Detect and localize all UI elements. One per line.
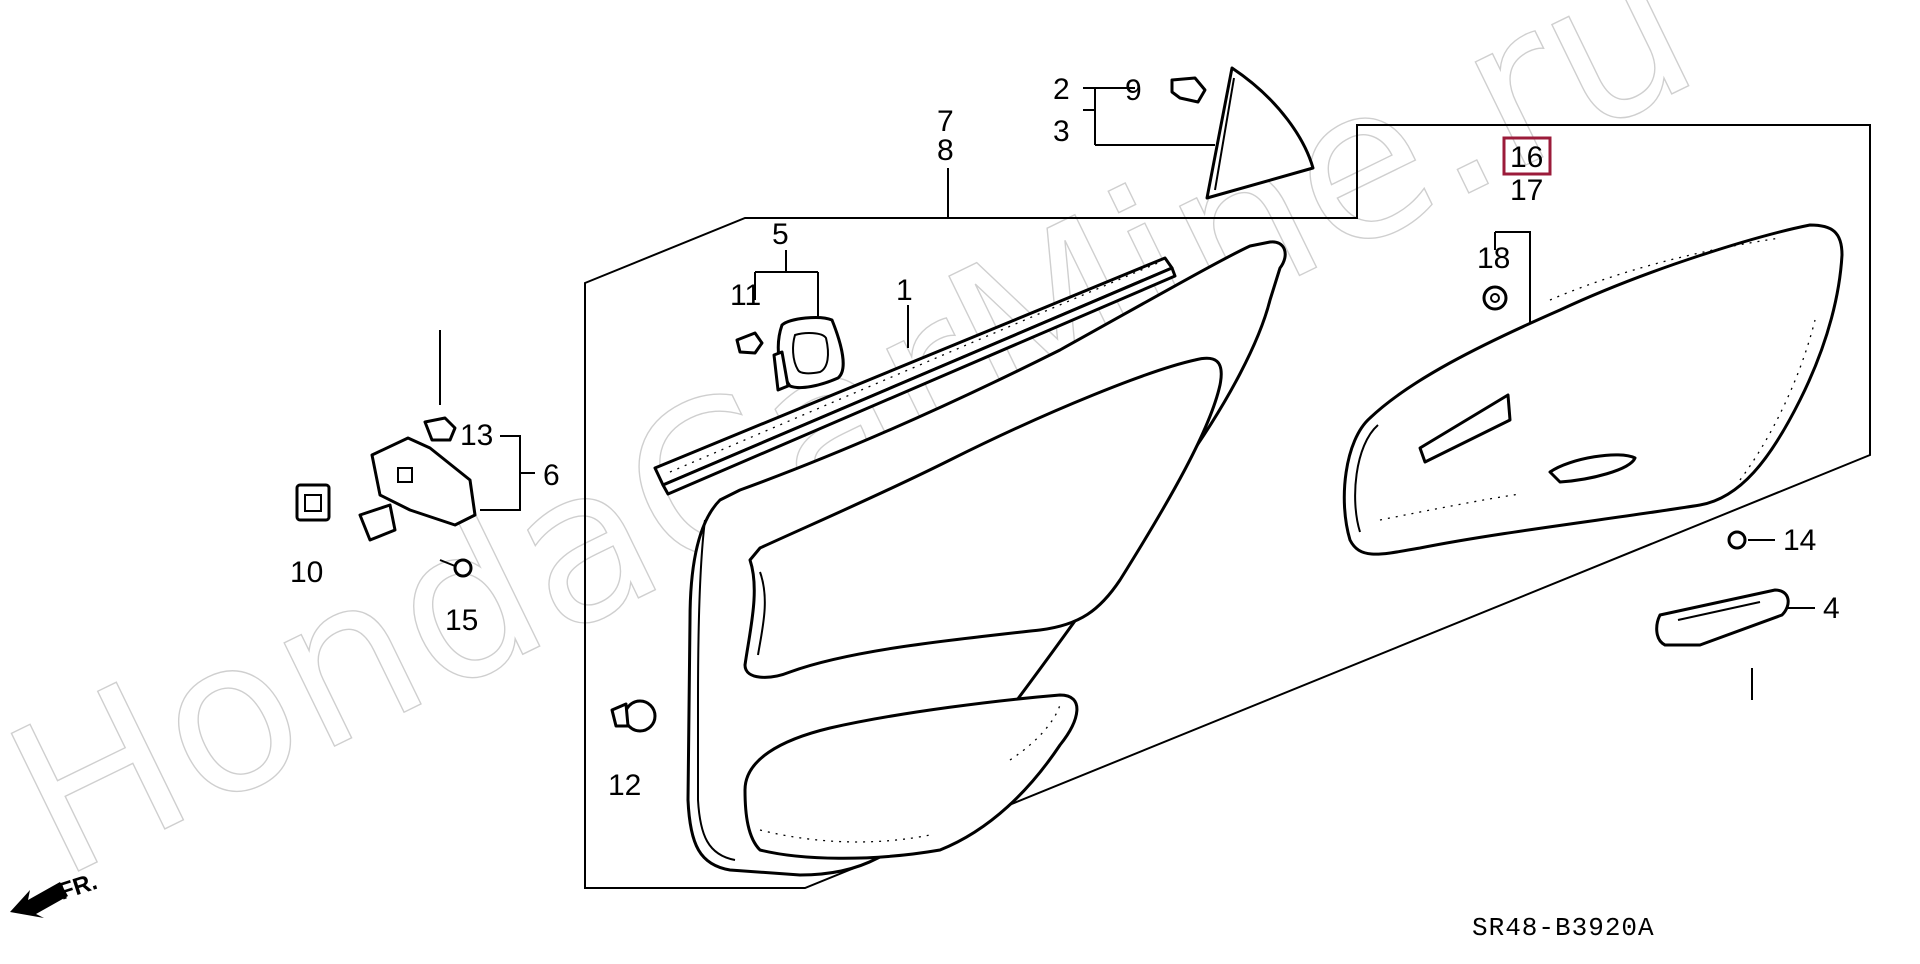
callout-12[interactable]: 12 xyxy=(608,769,641,802)
callout-14[interactable]: 14 xyxy=(1783,524,1816,557)
screw-15-part xyxy=(439,558,473,578)
belt-molding-part xyxy=(653,256,1177,496)
callout-17[interactable]: 17 xyxy=(1510,174,1543,207)
callout-16[interactable]: 16 xyxy=(1510,141,1543,174)
bracket-2-3 xyxy=(1083,87,1215,146)
clip-12-part xyxy=(610,699,657,733)
callout-4[interactable]: 4 xyxy=(1823,592,1840,625)
callout-16-highlight xyxy=(1502,136,1552,176)
handle-bracket-part xyxy=(772,316,845,392)
callout-13[interactable]: 13 xyxy=(460,419,493,452)
callout-15[interactable]: 15 xyxy=(445,604,478,637)
callout-11[interactable]: 11 xyxy=(730,279,761,312)
door-trim-panel-part xyxy=(686,240,1287,877)
armrest-bracket-part xyxy=(358,330,477,542)
callout-10[interactable]: 10 xyxy=(290,556,323,589)
bracket-5 xyxy=(754,250,819,320)
callout-8[interactable]: 8 xyxy=(937,134,954,167)
callout-1[interactable]: 1 xyxy=(896,274,913,307)
diagram-code: SR48-B3920A xyxy=(1472,913,1655,943)
callout-18[interactable]: 18 xyxy=(1477,242,1510,275)
callout-6[interactable]: 6 xyxy=(543,459,560,492)
clip-9-part xyxy=(1170,76,1207,104)
clip-11-part xyxy=(735,331,764,355)
bracket-6-13 xyxy=(480,435,535,511)
callout-7[interactable]: 7 xyxy=(937,105,954,138)
bracket-17 xyxy=(1494,231,1531,330)
callout-2[interactable]: 2 xyxy=(1053,73,1070,106)
screw-14-part xyxy=(1727,530,1775,550)
corner-garnish-part xyxy=(1205,66,1315,200)
callout-5[interactable]: 5 xyxy=(772,218,789,251)
clip-10-part xyxy=(295,483,331,522)
callout-9[interactable]: 9 xyxy=(1125,74,1142,107)
door-lining-part xyxy=(1342,223,1844,556)
washer-18-part xyxy=(1482,285,1508,311)
front-arrow-icon xyxy=(10,882,68,918)
callout-3[interactable]: 3 xyxy=(1053,115,1070,148)
pocket-cup-part xyxy=(1655,588,1815,700)
